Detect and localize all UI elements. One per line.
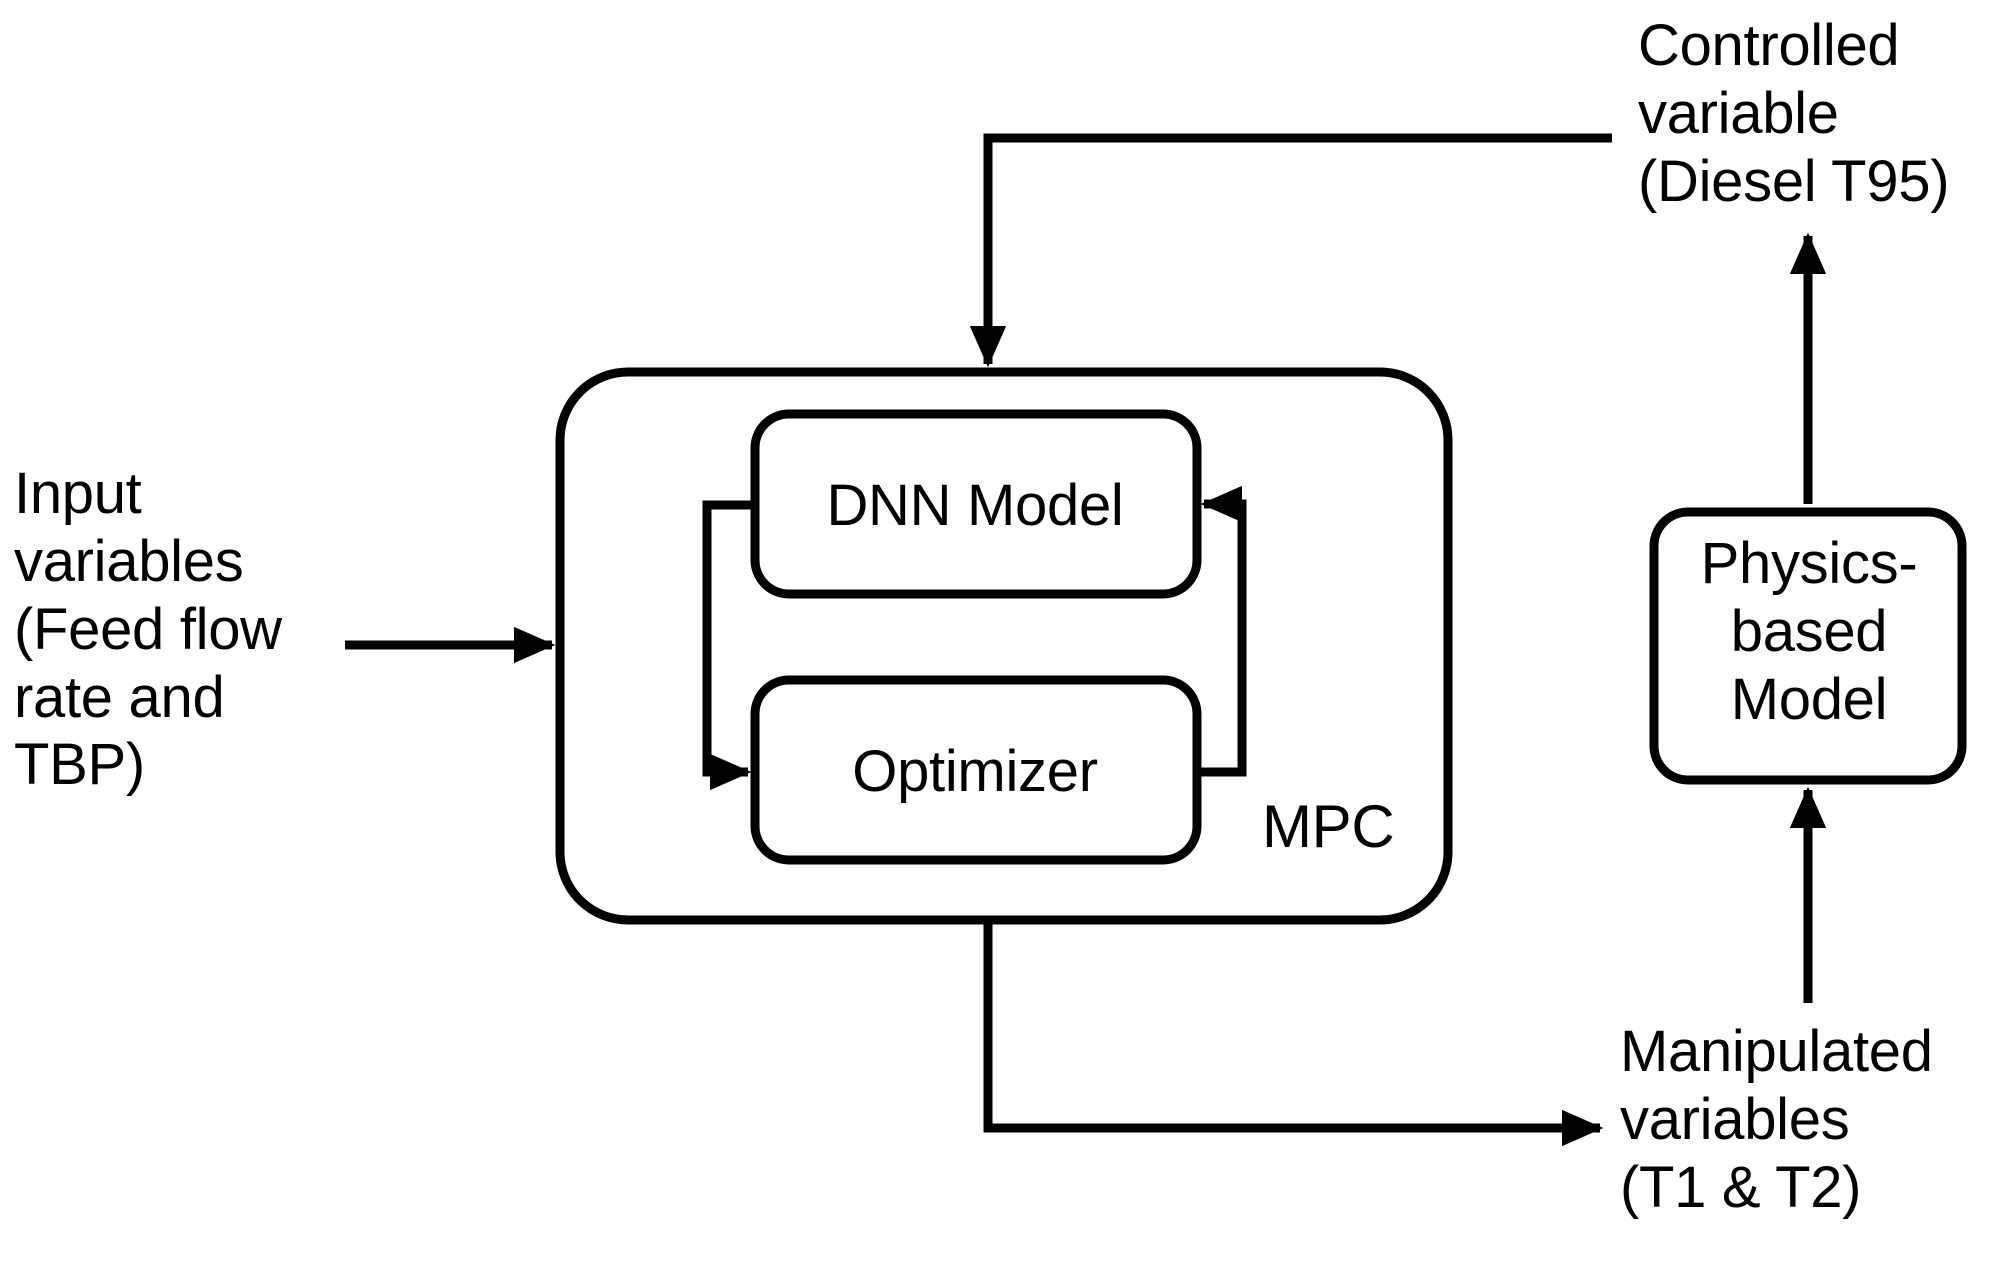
manipulated-variables-label: Manipulated variables (T1 & T2) (1620, 1019, 1933, 1220)
dnn-model-label: DNN Model (826, 473, 1124, 538)
mpc-container (555, 367, 1453, 925)
optimizer-label: Optimizer (852, 739, 1098, 804)
physics-model-box (1649, 507, 1967, 785)
arrow-controlled-to-mpc (969, 133, 1612, 368)
arrow-mpc-to-manipulated (983, 922, 1604, 1147)
arrow-dnn-to-optimizer (702, 500, 757, 791)
controlled-variable-label: Controlled variable (Diesel T95) (1638, 13, 1950, 214)
mpc-label: MPC (1262, 793, 1395, 860)
input-variables-label: Input variables (Feed flow rate and TBP) (14, 461, 282, 798)
physics-model-label: Physics- based Model (1700, 531, 1918, 732)
arrow-optimizer-to-dnn (1195, 485, 1247, 777)
